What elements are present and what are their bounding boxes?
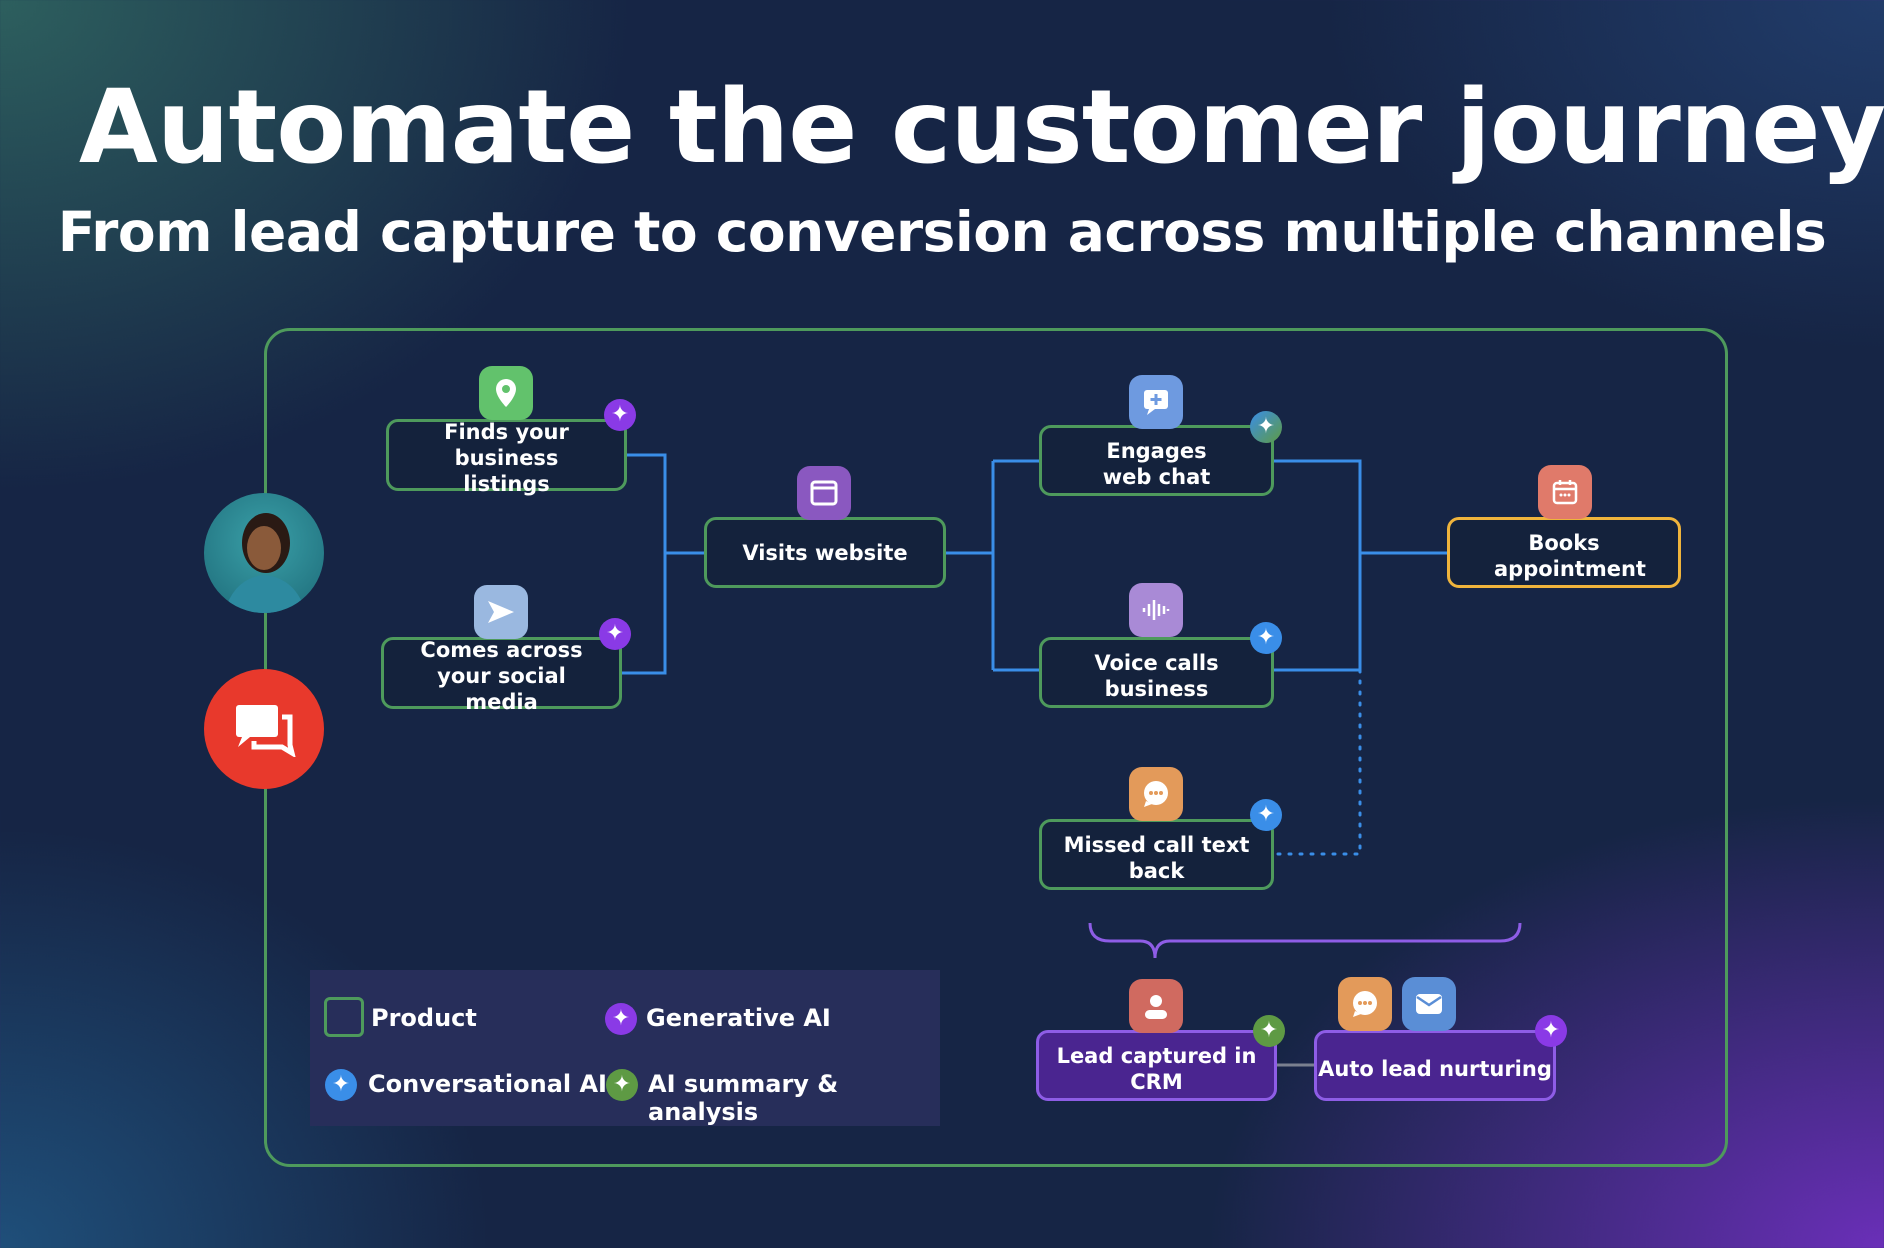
chat-circle	[204, 669, 324, 789]
legend-ai-summary: AI summary & analysis	[648, 1070, 839, 1126]
connector-dotted-missed	[1272, 668, 1362, 856]
node-label: Missed call text back	[1063, 832, 1250, 883]
node-label: Lead captured in CRM	[1056, 1043, 1257, 1094]
map-pin-icon	[479, 366, 533, 420]
node-visits-website[interactable]: Visits website	[704, 517, 946, 588]
node-label: Voice calls business	[1094, 650, 1219, 701]
ai-summary-icon: ✦	[606, 1069, 638, 1101]
connector-visits-branch	[946, 459, 1039, 672]
legend: Product ✦ Generative AI ✦ Conversational…	[310, 970, 940, 1126]
conversational-ai-badge-icon: ✦	[1250, 622, 1282, 654]
node-books-appointment[interactable]: Books appointment	[1447, 517, 1681, 588]
generative-ai-badge-icon: ✦	[604, 399, 636, 431]
node-auto-lead-nurturing[interactable]: Auto lead nurturing	[1314, 1030, 1556, 1101]
legend-generative-ai: Generative AI	[646, 1004, 831, 1032]
product-swatch-icon	[324, 997, 364, 1037]
node-label: Books appointment	[1494, 530, 1646, 581]
generative-ai-icon: ✦	[605, 1003, 637, 1035]
conversational-ai-icon: ✦	[325, 1069, 357, 1101]
mail-icon	[1402, 977, 1456, 1031]
ai-summary-badge-icon: ✦	[1253, 1015, 1285, 1047]
legend-conversational-ai: Conversational AI	[368, 1070, 607, 1098]
node-missed-call-text-back[interactable]: Missed call text back	[1039, 819, 1274, 890]
chat-bubble-icon	[1129, 767, 1183, 821]
person-icon	[1129, 979, 1183, 1033]
person-photo-icon	[224, 513, 306, 613]
page-title: Automate the customer journey	[78, 68, 1884, 187]
node-label: Auto lead nurturing	[1318, 1056, 1552, 1081]
browser-window-icon	[797, 466, 851, 520]
soundwave-icon	[1129, 583, 1183, 637]
brace	[1088, 922, 1522, 959]
page-subtitle: From lead capture to conversion across m…	[57, 200, 1827, 264]
node-engages-web-chat[interactable]: Engages web chat	[1039, 425, 1274, 496]
node-lead-captured-crm[interactable]: Lead captured in CRM	[1036, 1030, 1277, 1101]
conversational-ai-badge-icon: ✦	[1250, 411, 1282, 443]
node-label: Visits website	[742, 540, 908, 565]
chat-icon	[236, 705, 296, 757]
connector-finds-comes	[622, 453, 667, 675]
node-voice-calls[interactable]: Voice calls business	[1039, 637, 1274, 708]
generative-ai-badge-icon: ✦	[1535, 1015, 1567, 1047]
legend-product: Product	[371, 1004, 477, 1032]
send-icon	[474, 585, 528, 639]
generative-ai-badge-icon: ✦	[599, 618, 631, 650]
node-label: Finds your business listings	[444, 420, 569, 496]
node-label: Engages web chat	[1102, 438, 1211, 489]
connector-branch-books	[1274, 459, 1447, 672]
chat-bubble-icon	[1338, 977, 1392, 1031]
node-social-media[interactable]: Comes across your social media	[381, 637, 622, 714]
node-label: Comes across your social media	[420, 638, 583, 714]
calendar-icon	[1538, 465, 1592, 519]
chat-plus-icon	[1129, 375, 1183, 429]
avatar	[204, 493, 324, 613]
node-finds-listings[interactable]: Finds your business listings	[386, 419, 627, 496]
conversational-ai-badge-icon: ✦	[1250, 799, 1282, 831]
